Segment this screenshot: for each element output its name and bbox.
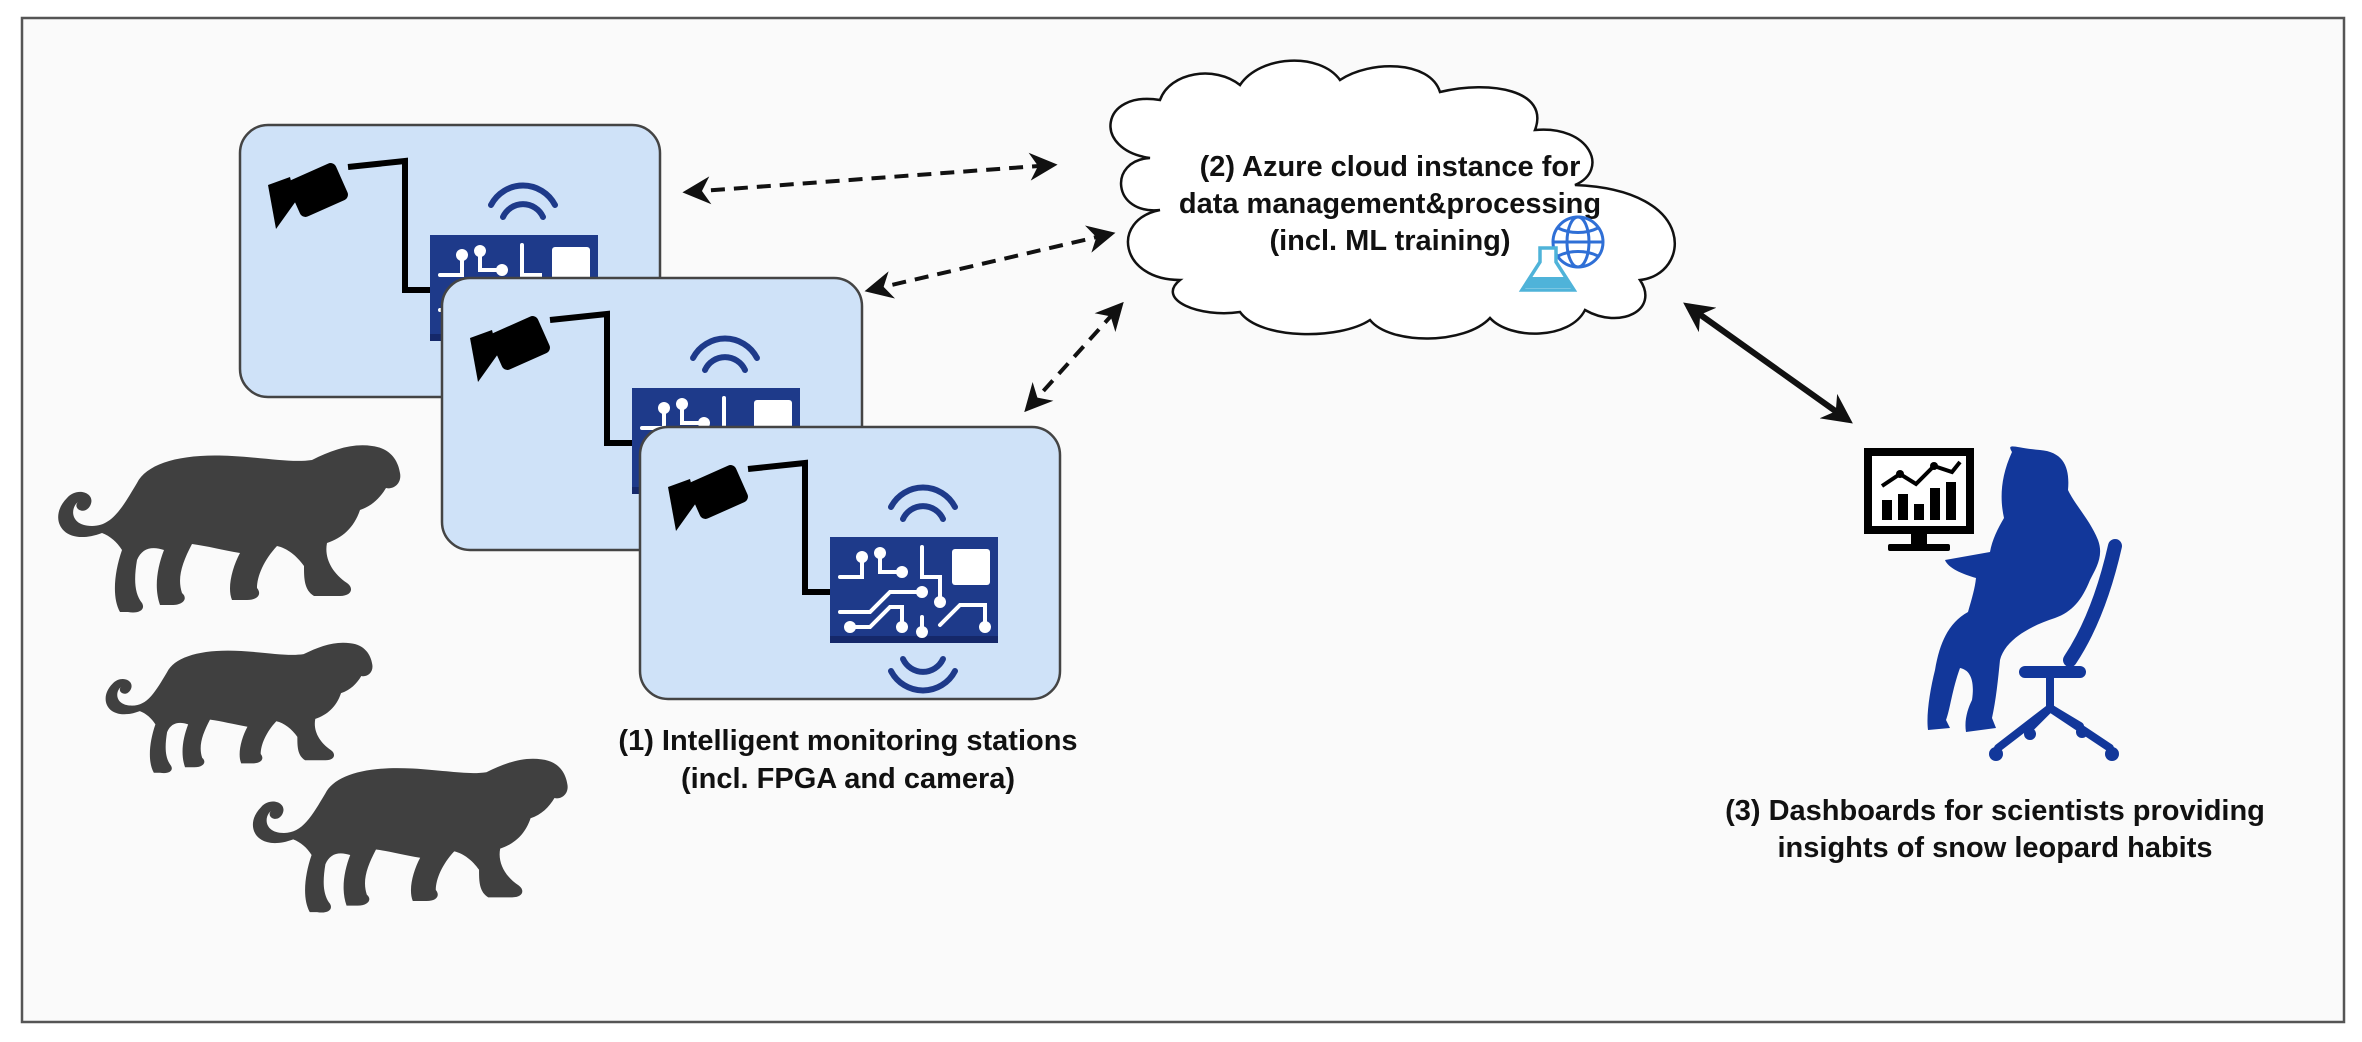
dashboard-caption-line1: (3) Dashboards for scientists providing [1725,795,2265,827]
connection-station2-cloud [864,225,1116,299]
cloud-label-line1: (2) Azure cloud instance for [1200,151,1581,183]
monitoring-station-3 [638,425,1062,701]
scientist-dashboard [1864,446,2122,761]
azure-cloud: (2) Azure cloud instance for data manage… [1109,59,1677,340]
flask-icon [1518,246,1578,292]
cloud-label-line3: (incl. ML training) [1269,225,1510,257]
connection-cloud-dashboard [1683,302,1853,424]
scientist-silhouette-icon [1927,446,2101,732]
stations-caption-line1: (1) Intelligent monitoring stations [618,725,1077,757]
cloud-label-line2: data management&processing [1179,188,1601,220]
dashboard-caption-line2: insights of snow leopard habits [1777,832,2212,864]
globe-icon [1551,215,1605,269]
monitor-chart-icon [1864,448,1974,551]
connection-station1-cloud [682,152,1058,205]
stations-caption-line2: (incl. FPGA and camera) [681,763,1015,795]
